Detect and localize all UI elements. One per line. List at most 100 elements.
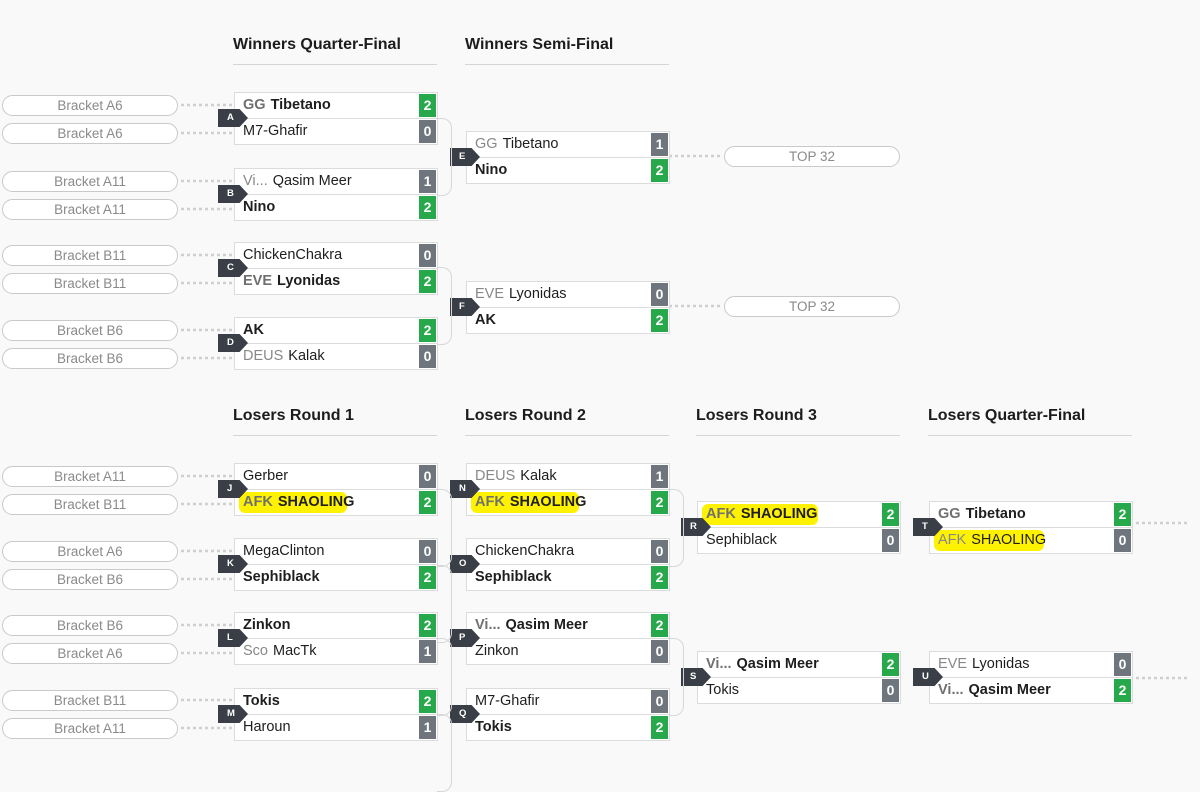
score-badge: 2 bbox=[419, 566, 436, 589]
player-name: Zinkon bbox=[475, 639, 519, 664]
match-marker-c: C bbox=[218, 259, 248, 277]
pill-source-bracket: Bracket B11 bbox=[2, 690, 178, 711]
score-badge: 0 bbox=[651, 283, 668, 306]
player-name: MegaClinton bbox=[243, 539, 324, 564]
bracket-connector bbox=[437, 267, 452, 345]
player-name: Nino bbox=[243, 195, 275, 220]
match-marker-u: U bbox=[913, 668, 943, 686]
player-slot[interactable]: Tokis 2 bbox=[466, 714, 670, 741]
round-title: Winners Quarter-Final bbox=[233, 36, 437, 65]
player-name: M7-Ghafir bbox=[475, 689, 539, 714]
round-title: Losers Round 3 bbox=[696, 407, 900, 436]
player-label: ChickenChakra bbox=[475, 543, 575, 559]
team-tag: EVE bbox=[938, 656, 968, 672]
score-badge: 0 bbox=[651, 540, 668, 563]
team-tag: Sco bbox=[243, 643, 268, 659]
player-label: SHAOLING bbox=[277, 494, 355, 510]
score-badge: 2 bbox=[651, 309, 668, 332]
player-name: Sephiblack bbox=[243, 565, 320, 590]
player-name: Zinkon bbox=[243, 613, 291, 638]
player-label: Qasim Meer bbox=[968, 682, 1051, 698]
pill-source-bracket: Bracket B6 bbox=[2, 615, 178, 636]
bracket-connector bbox=[437, 714, 452, 792]
player-label: Zinkon bbox=[243, 617, 291, 633]
player-slot[interactable]: Sephiblack 2 bbox=[234, 564, 438, 591]
bracket-connector bbox=[437, 638, 452, 716]
match-marker-q: Q bbox=[450, 705, 480, 723]
score-badge: 0 bbox=[1114, 653, 1131, 676]
team-tag: EVE bbox=[475, 286, 505, 302]
round-title: Losers Quarter-Final bbox=[928, 407, 1132, 436]
match-marker-d: D bbox=[218, 334, 248, 352]
match-marker-e: E bbox=[450, 148, 480, 166]
team-tag: Vi... bbox=[475, 617, 501, 633]
player-label: Tibetano bbox=[270, 97, 331, 113]
player-label: AK bbox=[243, 322, 264, 338]
score-badge: 2 bbox=[651, 716, 668, 739]
score-badge: 0 bbox=[419, 345, 436, 368]
team-tag: EVE bbox=[243, 273, 273, 289]
round-title: Losers Round 2 bbox=[465, 407, 669, 436]
bracket-connector bbox=[437, 489, 452, 567]
pill-source-bracket: Bracket B6 bbox=[2, 569, 178, 590]
player-label: Qasim Meer bbox=[505, 617, 588, 633]
pill-source-bracket: Bracket B11 bbox=[2, 273, 178, 294]
player-slot[interactable]: ChickenChakra 0 bbox=[466, 538, 670, 565]
score-badge: 2 bbox=[419, 690, 436, 713]
bracket-connector bbox=[669, 489, 684, 567]
pill-source-bracket: Bracket A6 bbox=[2, 123, 178, 144]
player-label: Lyonidas bbox=[972, 656, 1030, 672]
match-marker-r: R bbox=[681, 518, 711, 536]
round-title: Losers Round 1 bbox=[233, 407, 437, 436]
player-name: Tokis bbox=[475, 715, 512, 740]
player-label: Qasim Meer bbox=[272, 173, 352, 189]
team-tag: AFK bbox=[706, 506, 736, 522]
player-name: Gerber bbox=[243, 464, 288, 489]
team-tag: Vi... bbox=[938, 682, 964, 698]
player-label: Kalak bbox=[520, 468, 557, 484]
team-tag: GG bbox=[938, 506, 961, 522]
